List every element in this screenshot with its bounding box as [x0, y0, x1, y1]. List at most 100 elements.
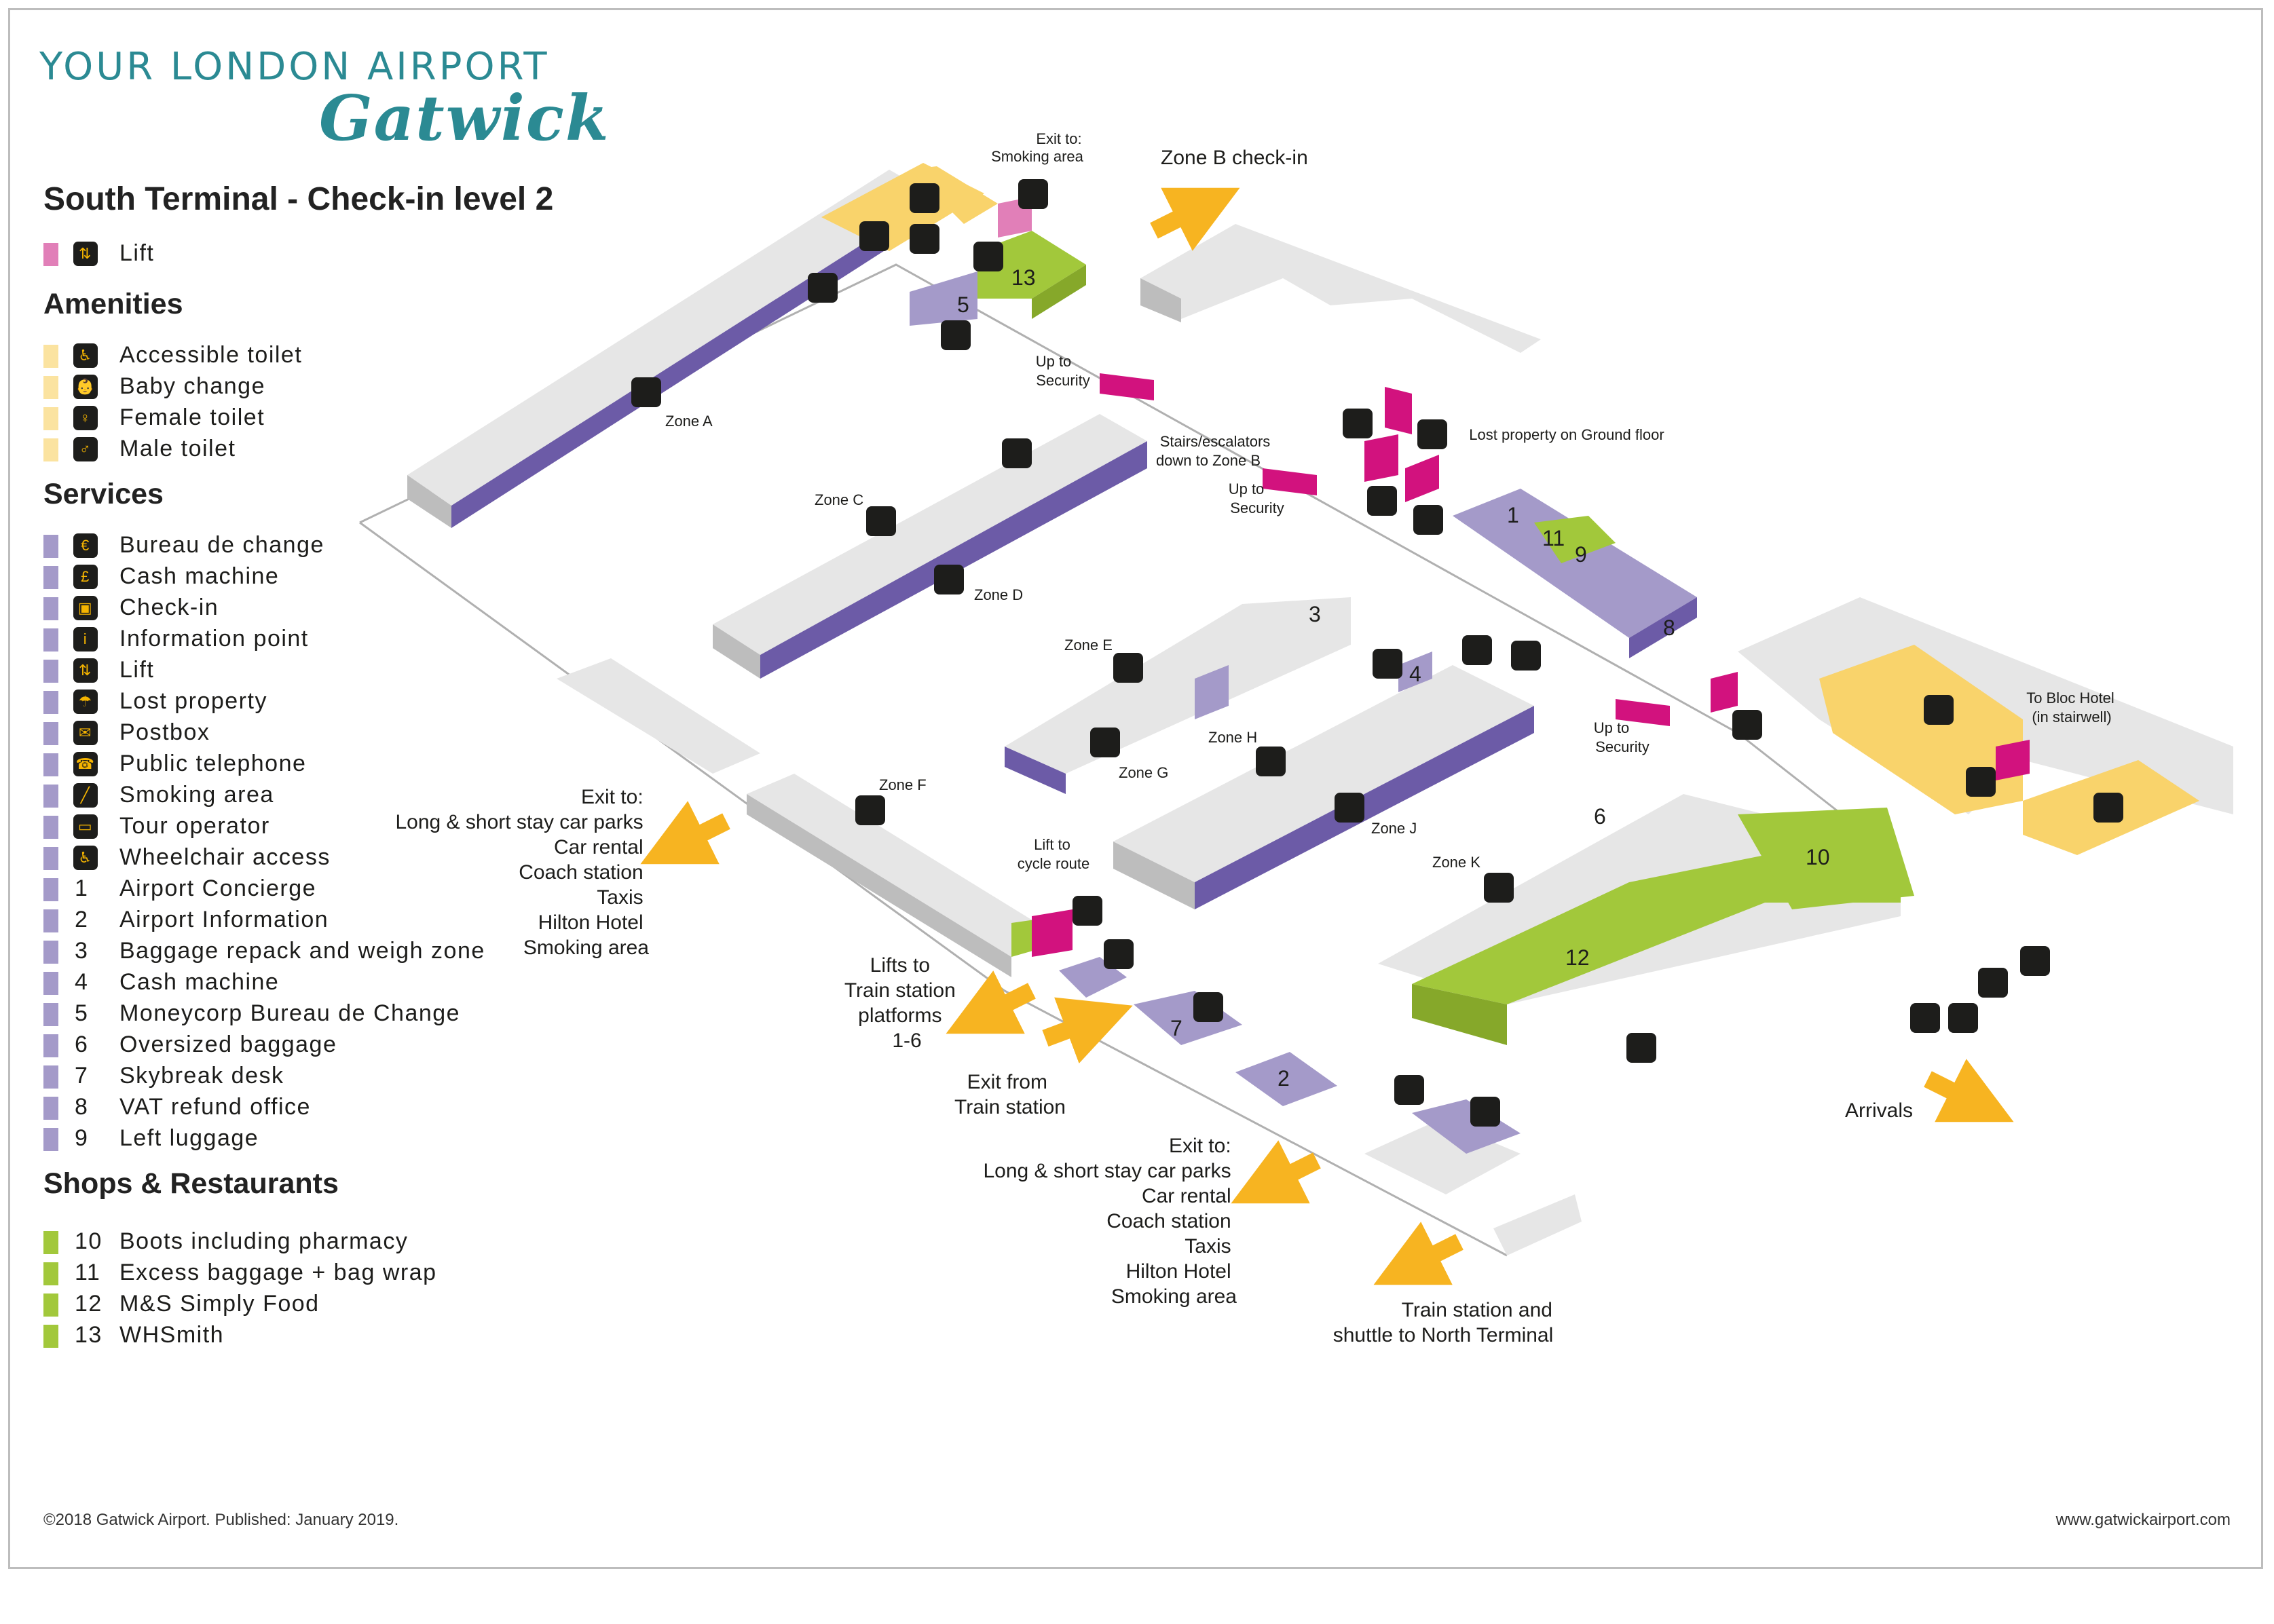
lost-property-icon: ☂	[73, 690, 98, 714]
up-to-security-marker	[1616, 699, 1670, 726]
female-toilet-icon	[859, 221, 889, 251]
legend-label: Cash machine	[119, 969, 280, 995]
unit-4-5	[1412, 1099, 1521, 1154]
legend-swatch	[43, 972, 58, 995]
legend-label: Postbox	[119, 719, 210, 745]
legend-label: Female toilet	[119, 404, 265, 430]
lift-icon	[1732, 710, 1762, 740]
legend-label: Skybreak desk	[119, 1063, 284, 1089]
legend-label: Lost property	[119, 688, 267, 714]
exit-smoking-label: Exit to:Smoking area	[991, 130, 1084, 165]
unit-number: 8	[1663, 616, 1675, 640]
currency-icon	[1470, 1097, 1500, 1127]
lift-pink	[1405, 455, 1439, 502]
legend-label: Airport Information	[119, 907, 329, 932]
legend-swatch	[43, 1231, 58, 1254]
legend-label: Public telephone	[119, 751, 307, 776]
exit-from-train-label: Exit from Train station	[954, 1071, 1066, 1118]
legend-label: Accessible toilet	[119, 342, 303, 368]
baby-change-icon	[910, 224, 939, 254]
smoking-icon	[1018, 179, 1048, 209]
zone-e-label: Zone E	[1064, 637, 1113, 654]
legend-swatch	[43, 345, 58, 368]
legend-swatch	[43, 691, 58, 714]
unit-number: 7	[1170, 1016, 1182, 1040]
check-in-icon	[1484, 873, 1514, 903]
legend-label: Excess baggage + bag wrap	[119, 1260, 437, 1285]
wheelchair-icon	[973, 242, 1003, 271]
exit-bottom-label: Exit to: Long & short stay car parks Car…	[983, 1135, 1237, 1308]
lift-icon	[1966, 767, 1996, 797]
wheelchair-icon	[2020, 946, 2050, 976]
legend-swatch	[43, 1128, 58, 1151]
legend-swatch	[43, 1034, 58, 1057]
postbox-icon: ✉	[73, 721, 98, 745]
zone-e-g-building	[1005, 597, 1351, 794]
lift-pink	[1996, 740, 2030, 780]
unit-number: 11	[1542, 526, 1565, 550]
unit-7	[1134, 991, 1242, 1045]
check-in-icon	[1335, 793, 1364, 823]
legend-number: 3	[75, 938, 89, 964]
lift-icon	[1073, 896, 1102, 926]
lifts-train-label: Lifts to Train station platforms 1-6	[844, 954, 961, 1052]
check-in-icon	[631, 377, 661, 407]
lost-property-icon	[1417, 419, 1447, 449]
legend-swatch	[43, 1003, 58, 1026]
page-frame	[8, 8, 2263, 1569]
legend-swatch	[43, 566, 58, 589]
legend-number: 11	[75, 1260, 101, 1285]
legend-label: Boots including pharmacy	[119, 1228, 409, 1254]
lift-pink	[1032, 909, 1073, 957]
amenities-heading: Amenities	[43, 288, 183, 320]
wheelchair-icon: ♿	[73, 846, 98, 870]
unit-number: 5	[957, 292, 969, 317]
cash-machine-icon	[1373, 649, 1402, 679]
male-toilet-icon	[910, 183, 939, 213]
zone-k-label: Zone K	[1432, 854, 1480, 871]
legend-swatch	[43, 909, 58, 932]
legend-number: 13	[75, 1322, 102, 1348]
legend-swatch	[43, 535, 58, 558]
legend-swatch	[43, 878, 58, 901]
train-shuttle-label: Train station and shuttle to North Termi…	[1333, 1299, 1559, 1346]
currency-icon: €	[73, 533, 98, 558]
legend-number: 6	[75, 1032, 89, 1057]
wheelchair-toilet-icon: ♿	[73, 343, 98, 368]
zone-b-building	[1140, 224, 1541, 353]
legend-label: Bureau de change	[119, 532, 324, 558]
lift-pink	[1385, 387, 1412, 434]
legend-number: 4	[75, 969, 89, 995]
legend-label: Airport Concierge	[119, 875, 317, 901]
legend-label: Lift	[119, 240, 155, 266]
telephone-icon	[1948, 1003, 1978, 1033]
legend-label: Left luggage	[119, 1125, 259, 1151]
page-title: South Terminal - Check-in level 2	[43, 181, 554, 217]
legend-label: Lift	[119, 657, 155, 683]
bloc-hotel-label: To Bloc Hotel(in stairwell)	[2026, 690, 2114, 725]
unit-number: 12	[1565, 945, 1590, 970]
smoking-icon: ╱	[73, 783, 98, 808]
website-link[interactable]: www.gatwickairport.com	[2055, 1511, 2231, 1529]
legend-swatch	[43, 628, 58, 652]
legend-label: Oversized baggage	[119, 1032, 337, 1057]
unit-number: 4	[1409, 662, 1421, 686]
legend-swatch	[43, 1262, 58, 1285]
unit-number: 10	[1806, 845, 1830, 869]
male-toilet-icon: ♂	[73, 437, 98, 461]
lost-property-label: Lost property on Ground floor	[1469, 426, 1664, 443]
unit-number: 3	[1309, 602, 1321, 626]
lift-pink	[1364, 434, 1398, 482]
legend-swatch	[43, 1097, 58, 1120]
unit-12-area	[1412, 855, 1901, 1004]
tour-operator-icon	[1002, 438, 1032, 468]
small-block	[1493, 1194, 1582, 1255]
legend-number: 7	[75, 1063, 89, 1089]
legend-label: M&S Simply Food	[119, 1291, 320, 1317]
up-to-security-marker	[1263, 468, 1317, 495]
zone-c-d-building	[713, 414, 1147, 679]
baby-change-icon	[1978, 968, 2008, 998]
lift-icon: ⇅	[73, 242, 98, 266]
legend-number: 5	[75, 1000, 89, 1026]
